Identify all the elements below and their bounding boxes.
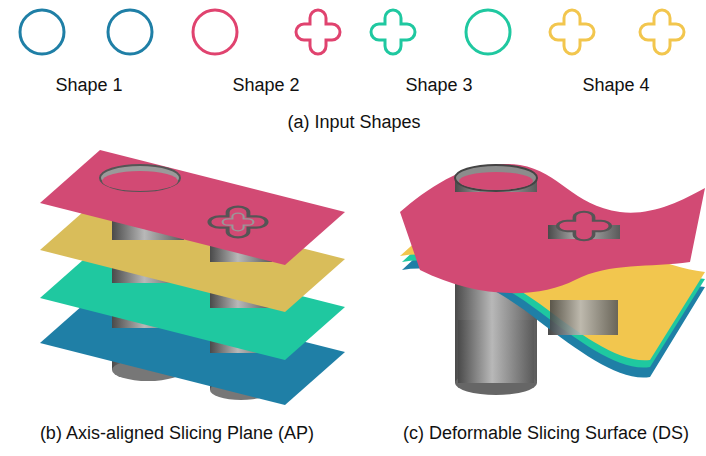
- input-shapes: [20, 10, 676, 54]
- subfigure-caption: (a) Input Shapes: [287, 112, 420, 133]
- shape-label: Shape 1: [55, 75, 122, 96]
- shape-label: Shape 3: [405, 75, 472, 96]
- label-holder: Shape 2: [231, 75, 300, 96]
- subfigure-caption: (b) Axis-aligned Slicing Plane (AP): [40, 423, 314, 444]
- label-holder: (a) Input Shapes: [286, 112, 421, 133]
- label-holder: Shape 3: [404, 75, 473, 96]
- axis-aligned-planes: [40, 150, 345, 405]
- shape-label: Shape 2: [232, 75, 299, 96]
- deformable-surfaces: [400, 164, 705, 395]
- label-holder: Shape 4: [581, 75, 650, 96]
- subfigure-caption: (c) Deformable Slicing Surface (DS): [403, 423, 689, 444]
- label-holder: Shape 1: [54, 75, 123, 96]
- label-holder: (b) Axis-aligned Slicing Plane (AP): [39, 423, 315, 444]
- label-holder: (c) Deformable Slicing Surface (DS): [402, 423, 690, 444]
- shape-label: Shape 4: [582, 75, 649, 96]
